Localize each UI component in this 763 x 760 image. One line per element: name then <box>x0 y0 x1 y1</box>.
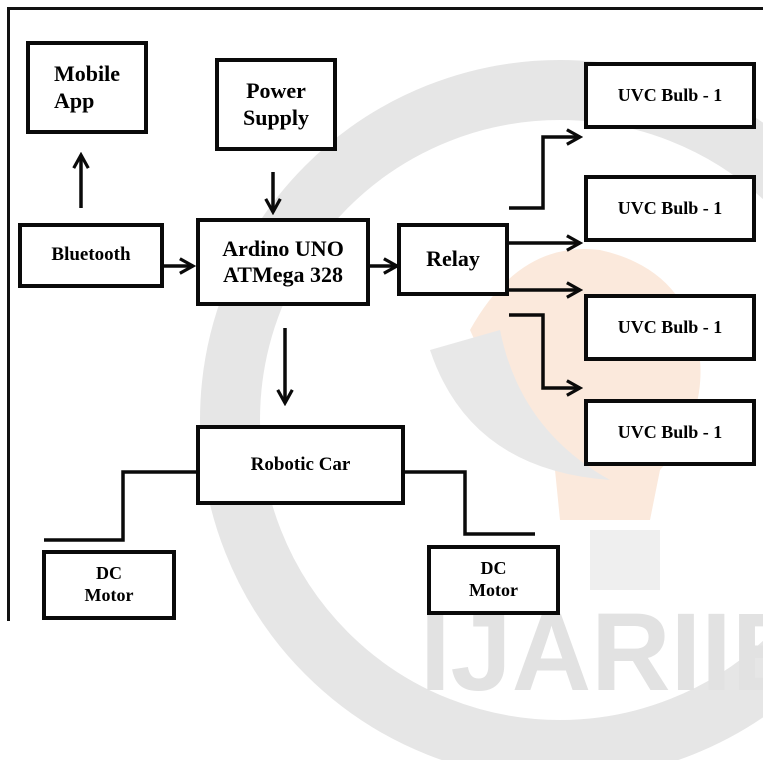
robotic-car-block: Robotic Car <box>196 425 405 505</box>
mobile-app-block: Mobile App <box>26 41 148 134</box>
arrow-relay-to-bulb-4 <box>509 313 580 388</box>
mobile-app-label-line1: Mobile <box>54 61 120 87</box>
dc-motor-right-label-line2: Motor <box>469 580 518 600</box>
power-supply-label-line2: Supply <box>242 104 310 130</box>
relay-block: Relay <box>397 223 509 296</box>
power-supply-block: Power Supply <box>215 58 337 151</box>
bluetooth-block: Bluetooth <box>18 223 164 288</box>
bluetooth-label: Bluetooth <box>51 244 131 266</box>
arduino-label-line2: ATMega 328 <box>223 262 343 287</box>
frame-left-border <box>7 7 10 621</box>
uvc-bulb-block: UVC Bulb - 1 <box>584 175 756 242</box>
mobile-app-label-line2: App <box>54 87 95 113</box>
dc-motor-right-block: DC Motor <box>427 545 560 615</box>
frame-top-border <box>7 7 763 10</box>
wire-car-to-right-motor <box>405 470 535 536</box>
uvc-bulb-label: UVC Bulb - 1 <box>617 84 723 105</box>
uvc-bulb-label: UVC Bulb - 1 <box>617 421 723 442</box>
arrow-relay-to-bulb-1 <box>509 137 580 210</box>
dc-motor-left-block: DC Motor <box>42 550 176 620</box>
uvc-bulb-label: UVC Bulb - 1 <box>617 197 723 218</box>
arduino-label-line1: Ardino UNO <box>222 235 344 261</box>
power-supply-label-line1: Power <box>246 78 306 104</box>
relay-label: Relay <box>426 246 480 272</box>
uvc-bulb-block: UVC Bulb - 1 <box>584 399 756 466</box>
dc-motor-right-label-line1: DC <box>480 558 507 579</box>
robotic-car-label: Robotic Car <box>250 453 351 475</box>
dc-motor-left-label-line1: DC <box>95 563 122 584</box>
wire-car-to-left-motor <box>44 470 196 542</box>
uvc-bulb-block: UVC Bulb - 1 <box>584 294 756 361</box>
watermark-swoosh <box>430 330 610 480</box>
uvc-bulb-block: UVC Bulb - 1 <box>584 62 756 129</box>
watermark-ring <box>200 60 763 760</box>
uvc-bulb-label: UVC Bulb - 1 <box>617 316 723 337</box>
watermark-base <box>590 530 660 590</box>
dc-motor-left-label-line2: Motor <box>84 585 134 605</box>
arduino-block: Ardino UNO ATMega 328 <box>196 218 370 306</box>
